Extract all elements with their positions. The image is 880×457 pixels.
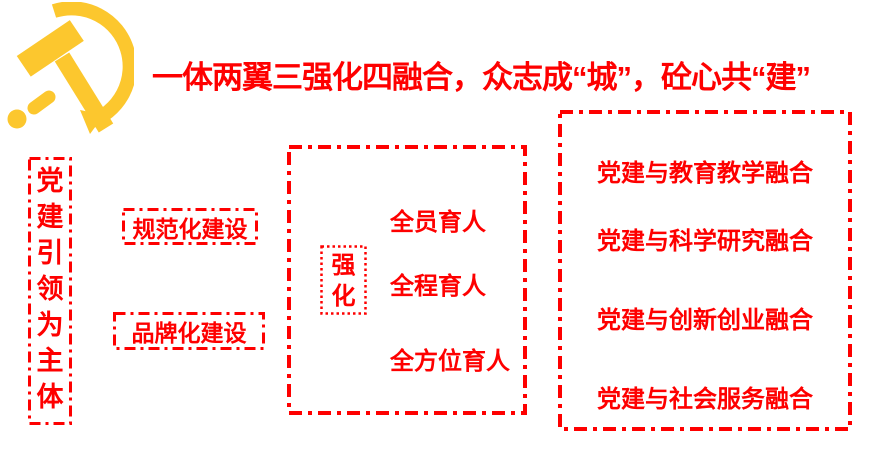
list-item-quancheng: 全程育人 [390, 273, 486, 300]
qianghua-label: 强化 [331, 252, 356, 310]
qianghua-box: 强化 [320, 245, 367, 315]
dash-dot-border [558, 110, 852, 431]
list-item-quanyuan: 全员育人 [390, 209, 486, 236]
wing-label-branding: 品牌化建设 [131, 320, 247, 346]
left-pillar-label: 党建引领为主体 [36, 166, 64, 412]
dash-dot-border [113, 312, 265, 350]
dash-dot-border [28, 157, 72, 425]
hammer-head [16, 20, 84, 77]
list-item-innovation: 党建与创新创业融合 [597, 307, 813, 334]
list-item-quanfangwei: 全方位育人 [390, 348, 510, 375]
sickle-tip [80, 110, 104, 134]
three-strengthen-box [287, 145, 527, 415]
left-pillar-box: 党建引领为主体 [28, 157, 72, 425]
list-item-education: 党建与教育教学融合 [597, 160, 813, 187]
sickle-blade [51, 2, 134, 129]
wing-box-standardization: 规范化建设 [122, 208, 258, 245]
sickle-grip-dot [7, 109, 27, 129]
page-title: 一体两翼三强化四融合，众志成“城”，砼心共“建” [152, 60, 811, 95]
list-item-service: 党建与社会服务融合 [597, 386, 813, 413]
wing-label-standardization: 规范化建设 [132, 215, 248, 242]
sickle-grip [27, 90, 56, 115]
party-emblem-icon [7, 2, 134, 134]
dash-dot-border [122, 208, 258, 245]
four-integrations-box: 党建与教育教学融合 党建与科学研究融合 党建与创新创业融合 党建与社会服务融合 [558, 110, 852, 431]
wing-box-branding: 品牌化建设 [113, 312, 265, 350]
dash-dot-border [287, 145, 527, 415]
list-item-research: 党建与科学研究融合 [597, 228, 813, 255]
dotted-border [320, 245, 367, 315]
